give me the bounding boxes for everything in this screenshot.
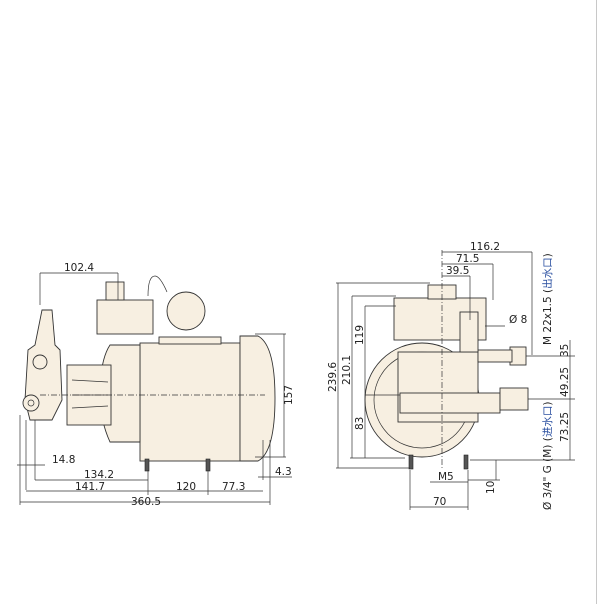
dim-360-5: 360.5 (131, 496, 161, 508)
side-view-pump-drawing (22, 275, 276, 472)
front-view-pump-drawing (364, 250, 529, 470)
outlet-cjk-label: 出水口 (541, 257, 554, 289)
dim-239-6: 239.6 (327, 362, 339, 392)
dim-39-5: 39.5 (446, 265, 469, 277)
dim-141-7: 141.7 (75, 481, 105, 493)
dim-77-3: 77.3 (222, 481, 245, 493)
inlet-cjk-label: 进水口 (542, 406, 554, 438)
dim-116-2: 116.2 (470, 241, 500, 253)
dim-119: 119 (354, 325, 366, 345)
inlet-thread-label: Ø 3/4" G (M) (进水口) (542, 402, 554, 510)
dim-120: 120 (176, 481, 196, 493)
side-view-dimension-lines (17, 272, 292, 505)
dim-73-25: 73.25 (559, 412, 571, 442)
dim-diameter-8: Ø 8 (509, 314, 527, 326)
dim-m5: M5 (438, 471, 454, 483)
motor-end-cap (239, 335, 276, 462)
inlet-port (499, 387, 529, 411)
outlet-thread-label: M 22x1.5 (出水口) (541, 253, 554, 345)
dim-10: 10 (485, 481, 497, 494)
dim-4-3: 4.3 (275, 466, 292, 478)
dim-70: 70 (433, 496, 446, 508)
dim-49-25: 49.25 (559, 367, 571, 397)
dim-35: 35 (559, 344, 571, 357)
capacitor (166, 291, 206, 331)
dim-157: 157 (283, 385, 295, 405)
dim-71-5: 71.5 (456, 253, 479, 265)
front-view-dimension-lines (336, 251, 575, 510)
dim-102-4: 102.4 (64, 262, 94, 274)
motor-housing (139, 342, 241, 462)
dim-83: 83 (354, 417, 366, 430)
junction-box (96, 299, 154, 335)
dim-210-1: 210.1 (341, 355, 353, 385)
dim-14-8: 14.8 (52, 454, 75, 466)
page-edge-line (596, 0, 597, 604)
dim-134-2: 134.2 (84, 469, 114, 481)
